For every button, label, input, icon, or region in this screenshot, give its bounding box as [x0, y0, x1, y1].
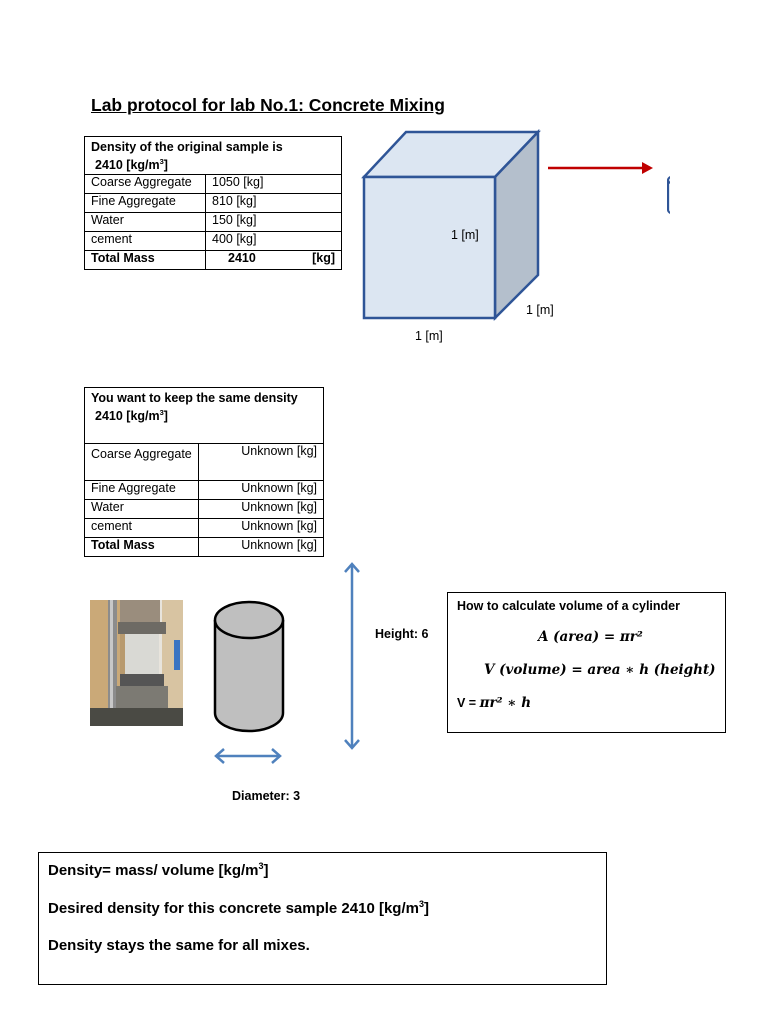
header-line-1: Density of the original sample is	[91, 140, 283, 154]
red-arrow-head	[642, 162, 653, 174]
small-cylinder-body	[667, 180, 670, 215]
row-label: cement	[84, 518, 199, 538]
table-row: Coarse Aggregate Unknown [kg]	[84, 443, 324, 481]
row-label: Coarse Aggregate	[84, 174, 206, 194]
table-header: Density of the original sample is 2410 […	[84, 136, 342, 175]
row-value: 150 [kg]	[205, 212, 342, 232]
target-mix-table: You want to keep the same density 2410 […	[84, 387, 324, 557]
diameter-label: Diameter: 3	[232, 789, 301, 803]
diameter-arrow-icon	[214, 748, 282, 764]
row-value: Unknown [kg]	[198, 518, 324, 538]
row-label: Coarse Aggregate	[84, 443, 199, 481]
compression-test-photo	[90, 600, 183, 726]
header-line-1: You want to keep the same density	[91, 391, 298, 405]
cylinder-body	[213, 620, 285, 733]
row-label: cement	[84, 231, 206, 251]
row-value: 400 [kg]	[205, 231, 342, 251]
row-label: Fine Aggregate	[84, 193, 206, 213]
header-line-2: 2410 [kg/m3]	[95, 156, 168, 172]
page-title: Lab protocol for lab No.1: Concrete Mixi…	[91, 95, 445, 115]
volume-expanded-formula: V = πr² ∗ h	[457, 695, 532, 711]
cube-width-label: 1 [m]	[415, 329, 443, 343]
row-value: Unknown [kg]	[198, 443, 324, 481]
density-notes-box: Density= mass/ volume [kg/m3] Desired de…	[38, 852, 607, 985]
total-value: 2410 [kg]	[205, 250, 342, 270]
density-constant-note: Density stays the same for all mixes.	[48, 937, 310, 954]
formula-heading: How to calculate volume of a cylinder	[457, 599, 680, 613]
table-row: Water Unknown [kg]	[84, 499, 324, 519]
table-header: You want to keep the same density 2410 […	[84, 387, 324, 444]
original-sample-table: Density of the original sample is 2410 […	[84, 136, 342, 270]
total-label: Total Mass	[84, 537, 199, 557]
table-row: Water 150 [kg]	[84, 212, 342, 232]
cube-diagram	[361, 128, 670, 322]
gray-cylinder	[213, 600, 285, 733]
density-definition: Density= mass/ volume [kg/m3]	[48, 861, 269, 880]
row-value: 1050 [kg]	[205, 174, 342, 194]
desired-density: Desired density for this concrete sample…	[48, 899, 429, 918]
row-label: Water	[84, 212, 206, 232]
cube-height-label: 1 [m]	[451, 228, 479, 242]
height-label: Height: 6	[375, 627, 429, 641]
header-line-2: 2410 [kg/m3]	[95, 407, 168, 423]
row-value: Unknown [kg]	[198, 480, 324, 500]
total-value: Unknown [kg]	[198, 537, 324, 557]
table-row: Fine Aggregate Unknown [kg]	[84, 480, 324, 500]
cylinder-volume-formula-box: How to calculate volume of a cylinder A …	[447, 592, 726, 733]
row-label: Water	[84, 499, 199, 519]
small-cylinder-top	[667, 175, 670, 185]
area-formula: A (area) = πr²	[538, 629, 643, 645]
height-arrow-icon	[344, 562, 360, 750]
table-row: Fine Aggregate 810 [kg]	[84, 193, 342, 213]
row-value: 810 [kg]	[205, 193, 342, 213]
cube-front-face	[362, 175, 497, 320]
table-row: Coarse Aggregate 1050 [kg]	[84, 174, 342, 194]
table-row: cement Unknown [kg]	[84, 518, 324, 538]
row-label: Fine Aggregate	[84, 480, 199, 500]
total-label: Total Mass	[84, 250, 206, 270]
total-row: Total Mass Unknown [kg]	[84, 537, 324, 557]
row-value: Unknown [kg]	[198, 499, 324, 519]
total-row: Total Mass 2410 [kg]	[84, 250, 342, 270]
table-row: cement 400 [kg]	[84, 231, 342, 251]
cube-depth-label: 1 [m]	[526, 303, 554, 317]
volume-formula: V (volume) = area ∗ h (height)	[484, 662, 716, 678]
cylinder-top	[213, 600, 285, 640]
